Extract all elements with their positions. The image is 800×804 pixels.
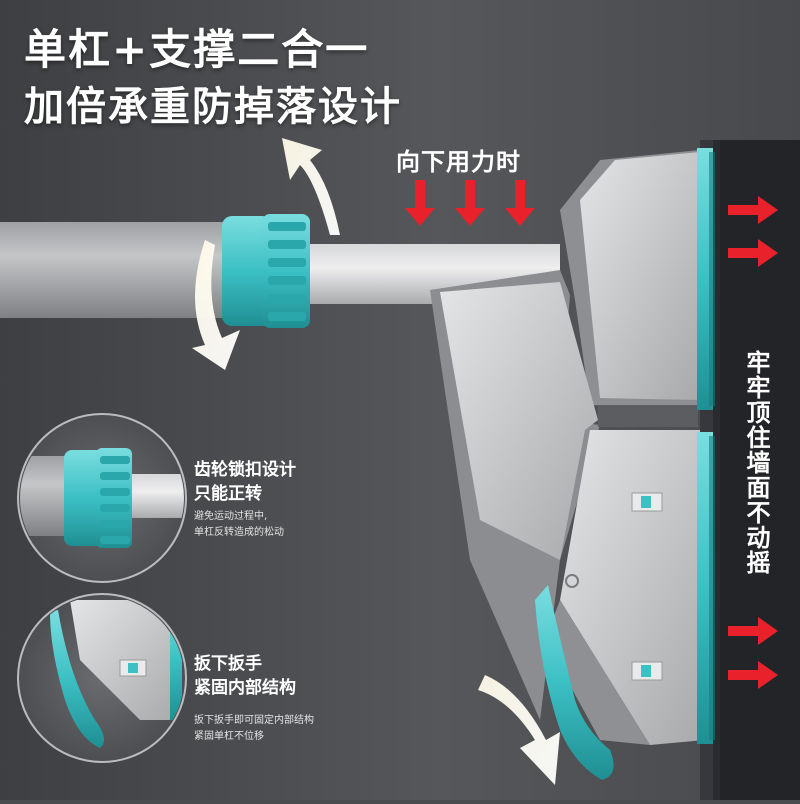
gear-title-line2: 只能正转 <box>194 484 262 504</box>
gear-desc-line1: 避免运动过程中, <box>194 511 268 522</box>
outer-pipe <box>0 222 230 318</box>
lever-callout-circle <box>17 593 187 763</box>
wall-arrows <box>728 196 778 689</box>
gear-lock-ring <box>222 214 310 328</box>
lever-title-line2: 紧固内部结构 <box>194 678 296 698</box>
lever-desc-line2: 紧固单杠不位移 <box>194 731 264 742</box>
wall-bracket <box>430 148 715 745</box>
press-label: 向下用力时 <box>396 148 521 176</box>
lever-title-line1: 扳下扳手 <box>194 654 262 674</box>
gear-callout-title: 齿轮锁扣设计 只能正转 <box>194 458 296 506</box>
side-vertical-label: 牢牢顶住墙面不动摇 <box>742 350 770 575</box>
headline-line2: 加倍承重防掉落设计 <box>24 84 402 130</box>
gear-callout-circle <box>17 413 187 583</box>
headline-line1: 单杠+支撑二合一 <box>24 25 370 74</box>
lever-callout-desc: 扳下扳手即可固定内部结构 紧固单杠不位移 <box>194 713 314 745</box>
gear-desc-line2: 单杠反转造成的松动 <box>194 527 284 538</box>
lever-down-arrow <box>478 675 560 785</box>
gear-title-line1: 齿轮锁扣设计 <box>194 460 296 480</box>
teal-lever <box>535 585 614 780</box>
press-arrows <box>405 180 535 226</box>
rotate-arrows <box>192 138 340 370</box>
lever-callout-title: 扳下扳手 紧固内部结构 <box>194 652 296 700</box>
lever-desc-line1: 扳下扳手即可固定内部结构 <box>194 715 314 726</box>
gear-callout-desc: 避免运动过程中, 单杠反转造成的松动 <box>194 509 284 541</box>
